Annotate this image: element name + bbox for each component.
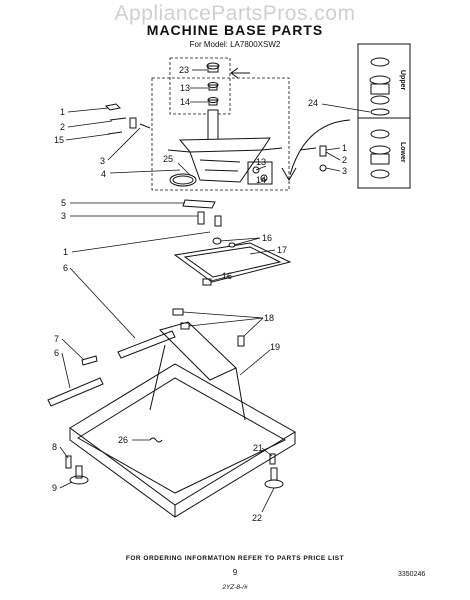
callout-1c: 1	[63, 247, 68, 257]
kit-pointer-arrow	[289, 119, 351, 176]
callout-23: 23	[179, 65, 189, 75]
callout-3b: 3	[342, 166, 347, 176]
callout-15: 15	[54, 135, 64, 145]
callout-6: 6	[63, 263, 68, 273]
callout-16b: 16	[222, 271, 232, 281]
callout-18: 18	[264, 313, 274, 323]
top-bearing-parts	[206, 62, 220, 106]
revision-code: 2YZ-8-/#	[222, 584, 248, 591]
machine-base-frame	[69, 308, 296, 518]
bracket-part	[182, 199, 216, 209]
callout-1b: 1	[342, 143, 347, 153]
callout-9: 9	[52, 483, 57, 493]
spring-part	[149, 437, 163, 443]
callout-13: 13	[180, 83, 190, 93]
upper-label: Upper	[399, 70, 406, 91]
leader-lines	[59, 69, 371, 513]
upper-rail	[117, 330, 176, 359]
callout-6b: 6	[54, 348, 59, 358]
lower-rail	[47, 377, 104, 407]
callout-17: 17	[277, 245, 287, 255]
top-bearing-group-box	[169, 57, 231, 115]
callout-8: 8	[52, 442, 57, 452]
document-number: 3350246	[398, 571, 426, 578]
watermark: AppliancePartsPros.com	[114, 2, 356, 25]
callout-14b: 14	[256, 175, 266, 185]
motor-mount-plate	[173, 237, 292, 286]
gearcase-assembly	[167, 109, 283, 185]
callout-2: 2	[60, 122, 65, 132]
rail-pad	[81, 355, 98, 366]
callout-22: 22	[252, 513, 262, 523]
drive-belt	[169, 173, 197, 187]
callout-7: 7	[54, 334, 59, 344]
callout-5: 5	[61, 198, 66, 208]
left-fastener-parts	[104, 103, 151, 135]
callout-labels: 23 13 14 24 1 2 15 3 4 25 13 14 1 2 3 5 …	[52, 65, 347, 523]
callout-4: 4	[101, 169, 106, 179]
callout-1: 1	[60, 107, 65, 117]
top-pointer-arrow	[230, 67, 250, 79]
callout-3c: 3	[61, 211, 66, 221]
bearing-kit-box	[357, 43, 411, 189]
model-subtitle: For Model: LA7800XSW2	[189, 40, 281, 49]
callout-3: 3	[100, 156, 105, 166]
callout-2b: 2	[342, 155, 347, 165]
ordering-footnote: FOR ORDERING INFORMATION REFER TO PARTS …	[125, 555, 345, 562]
lower-label: Lower	[399, 142, 406, 163]
callout-25: 25	[163, 154, 173, 164]
upper-bearing-stack	[369, 57, 391, 116]
callout-13b: 13	[256, 157, 266, 167]
callout-14: 14	[180, 97, 190, 107]
callout-16: 16	[262, 233, 272, 243]
lower-bearing-stack	[369, 129, 391, 179]
right-fastener-parts	[299, 145, 327, 172]
callout-19: 19	[270, 342, 280, 352]
diagram-title: MACHINE BASE PARTS	[146, 22, 324, 38]
callout-21: 21	[253, 443, 263, 453]
gearcase-group-box	[151, 77, 290, 191]
callout-24: 24	[308, 98, 318, 108]
callout-26: 26	[118, 435, 128, 445]
page-number: 9	[232, 568, 238, 577]
